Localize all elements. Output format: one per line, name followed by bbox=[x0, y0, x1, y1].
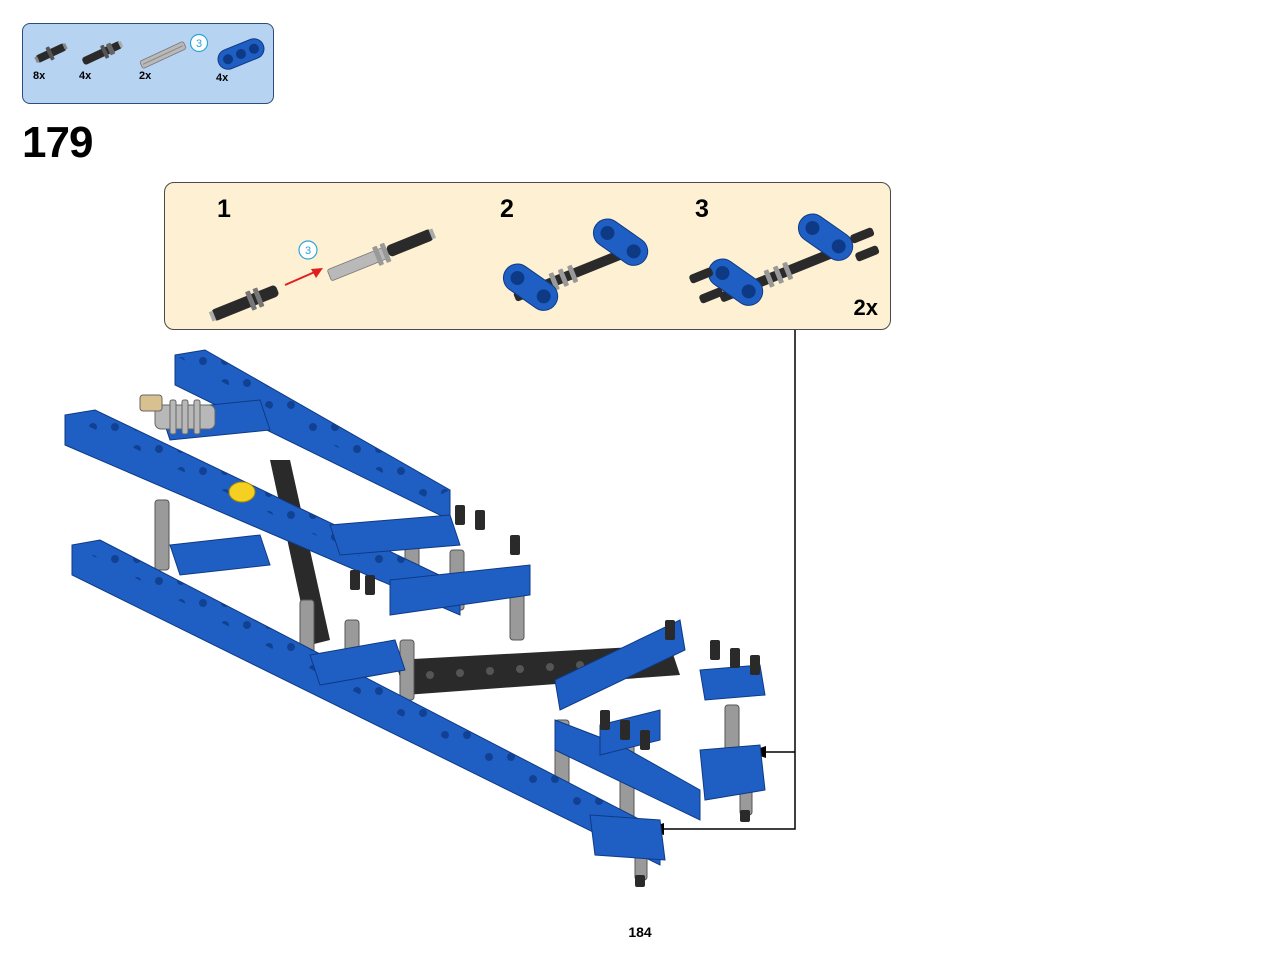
friction-peg-icon bbox=[34, 43, 68, 63]
substep-3-illustration bbox=[689, 213, 880, 306]
chassis-model-illustration bbox=[64, 349, 766, 887]
substep-2-illustration bbox=[502, 218, 649, 311]
beam-3-icon bbox=[217, 38, 265, 70]
long-peg-with-bush-icon bbox=[82, 40, 124, 65]
axle-icon bbox=[139, 41, 187, 69]
part-qty: 4x bbox=[79, 70, 92, 82]
length-marker-label: 3 bbox=[196, 38, 202, 50]
length-marker: 3 bbox=[189, 33, 209, 53]
part-qty: 8x bbox=[33, 70, 46, 82]
page-number: 184 bbox=[628, 924, 652, 940]
substep-box: 1 2 3 3 bbox=[164, 182, 891, 330]
length-marker-label: 3 bbox=[305, 245, 311, 257]
substep-multiplier: 2x bbox=[853, 295, 878, 320]
substep-number: 1 bbox=[217, 195, 231, 223]
substep-number: 3 bbox=[695, 195, 709, 223]
step-number: 179 bbox=[22, 118, 93, 167]
substep-1-illustration: 3 bbox=[208, 228, 437, 322]
parts-list-box: 8x 4x 3 2x 4x bbox=[22, 23, 274, 104]
part-qty: 4x bbox=[216, 72, 229, 84]
part-qty: 2x bbox=[139, 70, 152, 82]
substep-number: 2 bbox=[500, 195, 514, 223]
